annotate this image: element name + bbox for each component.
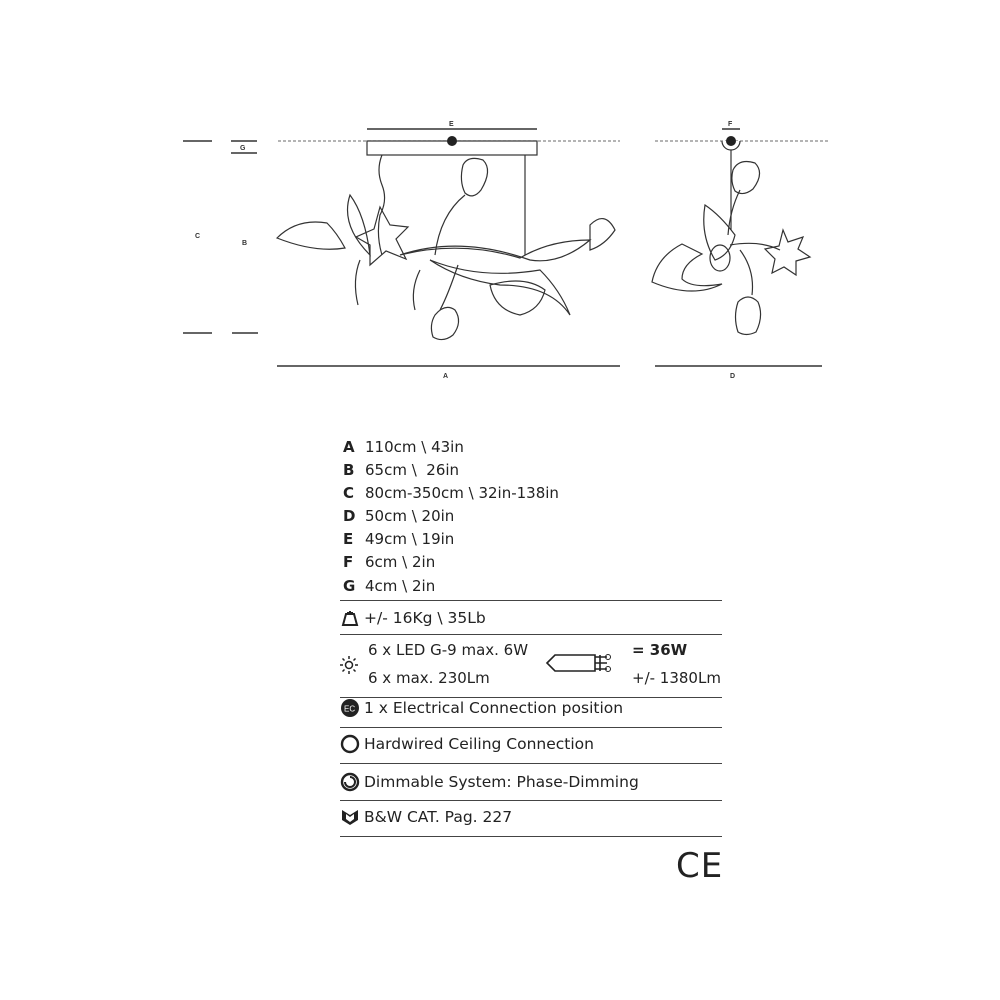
star-flower <box>763 228 812 277</box>
lumen-spec: 6 x max. 230Lm <box>368 669 490 687</box>
leaf <box>275 221 346 250</box>
dim-label-a: A <box>443 373 448 380</box>
weight-icon <box>341 611 359 626</box>
bulb-spec: 6 x LED G-9 max. 6W <box>368 641 529 659</box>
dim-label-b: B <box>242 240 247 247</box>
sun-icon <box>340 656 358 674</box>
total-power: = 36W <box>632 641 688 659</box>
catalog-icon <box>342 810 358 825</box>
ce-mark: CE <box>676 846 724 886</box>
circle-icon <box>340 734 360 754</box>
tulip <box>734 296 762 336</box>
dimmer-icon <box>340 772 360 792</box>
feature-catalog: B&W CAT. Pag. 227 <box>340 807 512 827</box>
divider <box>340 600 722 601</box>
feature-dimmable: Dimmable System: Phase-Dimming <box>340 772 639 792</box>
divider <box>340 634 722 635</box>
divider <box>340 697 722 698</box>
tulip <box>460 157 489 197</box>
tulip <box>430 306 460 341</box>
feature-hardwired: Hardwired Ceiling Connection <box>340 734 594 754</box>
tulip <box>731 160 761 195</box>
technical-drawing: E F G C B A D <box>183 121 828 380</box>
g9-bulb-icon <box>545 654 611 672</box>
dim-label-d: D <box>730 373 735 380</box>
divider <box>340 763 722 764</box>
total-lumens: +/- 1380Lm <box>632 669 721 687</box>
leaf <box>651 243 723 292</box>
star-flower <box>354 205 410 267</box>
dim-label-f: F <box>728 121 733 128</box>
weight-row: +/- 16Kg \ 35Lb <box>340 608 486 628</box>
electrical-connection-marker-side <box>726 136 736 146</box>
dim-label-c: C <box>195 233 200 240</box>
feature-electrical-connection: EC 1 x Electrical Connection position <box>340 698 623 718</box>
svg-text:EC: EC <box>344 705 355 714</box>
divider <box>340 836 722 837</box>
dim-label-g: G <box>240 145 246 152</box>
divider <box>340 800 722 801</box>
electrical-connection-marker <box>447 136 457 146</box>
electrical-connection-icon: EC <box>341 699 359 717</box>
divider <box>340 727 722 728</box>
dim-label-e: E <box>449 121 454 128</box>
